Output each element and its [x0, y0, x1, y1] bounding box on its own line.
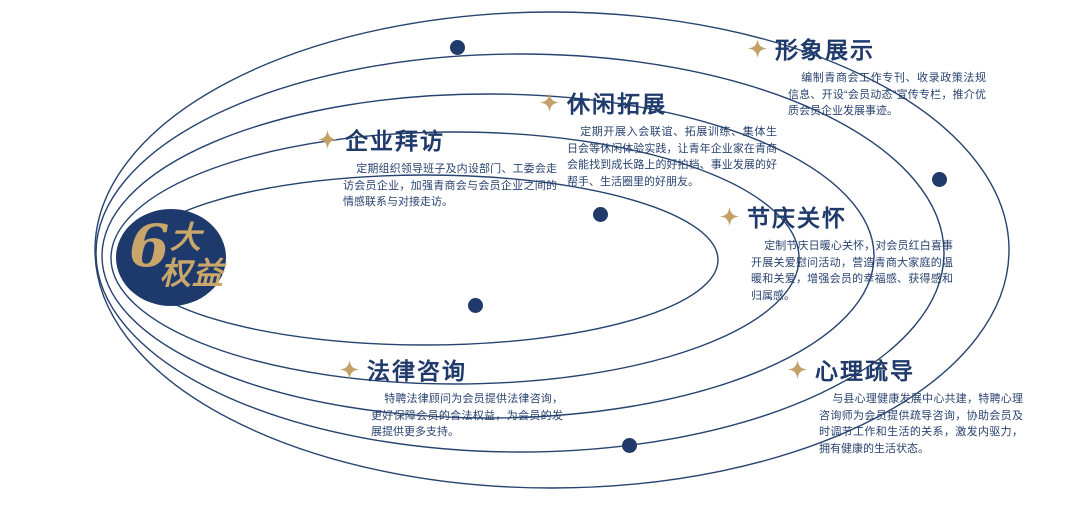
benefit-head: 节庆关怀 — [720, 199, 953, 233]
benefit-title: 形象展示 — [775, 37, 875, 63]
benefit-head: 形象展示 — [748, 31, 986, 65]
benefit-head: 企业拜访 — [318, 122, 557, 156]
benefit-head: 法律咨询 — [340, 352, 563, 386]
benefit-desc: 特聘法律顾问为会员提供法律咨询，更好保障会员的合法权益，为会员的发展提供更多支持… — [371, 393, 563, 438]
sparkle-icon — [540, 92, 559, 112]
benefit-leisure-expansion: 休闲拓展 定期开展入会联谊、拓展训练、集体生日会等休闲体验实践，让青年企业家在青… — [540, 85, 777, 190]
orbit-ellipse-4 — [110, 131, 800, 385]
benefit-legal-consulting: 法律咨询 特聘法律顾问为会员提供法律咨询，更好保障会员的合法权益，为会员的发展提… — [340, 352, 563, 441]
sparkle-icon — [748, 38, 767, 58]
benefit-title: 休闲拓展 — [567, 91, 667, 117]
benefit-desc: 定制节庆日暖心关怀，对会员红白喜事开展关爱慰问活动，营造青商大家庭的温暖和关爱，… — [751, 240, 953, 302]
six-benefits-badge: 6 大 权益 — [116, 209, 226, 306]
benefit-title: 心理疏导 — [815, 358, 915, 384]
orbit-ellipse-2 — [95, 53, 945, 453]
orbit-node-dot — [622, 438, 637, 453]
benefit-image-display: 形象展示 编制青商会工作专刊、收录政策法规信息、开设“会员动态”宣传专栏，推介优… — [748, 31, 986, 120]
benefit-enterprise-visit: 企业拜访 定期组织领导班子及内设部门、工委会走访会员企业，加强青商会与会员企业之… — [318, 122, 557, 211]
benefit-desc: 定期开展入会联谊、拓展训练、集体生日会等休闲体验实践，让青年企业家在青商会能找到… — [567, 126, 777, 188]
badge-unit: 大 — [170, 220, 201, 256]
benefit-head: 心理疏导 — [788, 352, 1023, 386]
orbit-ellipse-3 — [101, 93, 875, 419]
badge-word: 权益 — [160, 256, 224, 292]
sparkle-icon — [788, 359, 807, 379]
benefit-festival-care: 节庆关怀 定制节庆日暖心关怀，对会员红白喜事开展关爱慰问活动，营造青商大家庭的温… — [720, 199, 953, 304]
sparkle-icon — [318, 129, 337, 149]
benefit-head: 休闲拓展 — [540, 85, 777, 119]
badge-number: 6 — [129, 212, 170, 280]
orbit-node-dot — [593, 207, 608, 222]
benefit-title: 节庆关怀 — [747, 205, 847, 231]
orbit-node-dot — [450, 40, 465, 55]
benefit-desc: 编制青商会工作专刊、收录政策法规信息、开设“会员动态”宣传专栏，推介优质会员企业… — [788, 72, 986, 117]
sparkle-icon — [720, 206, 739, 226]
orbit-node-dot — [468, 298, 483, 313]
benefit-psychological-counseling: 心理疏导 与县心理健康发展中心共建，特聘心理咨询师为会员提供疏导咨询，协助会员及… — [788, 352, 1023, 457]
benefit-desc: 定期组织领导班子及内设部门、工委会走访会员企业，加强青商会与会员企业之间的情感联… — [343, 163, 557, 208]
benefit-desc: 与县心理健康发展中心共建，特聘心理咨询师为会员提供疏导咨询，协助会员及时调节工作… — [819, 393, 1023, 455]
sparkle-icon — [340, 359, 359, 379]
orbit-node-dot — [932, 172, 947, 187]
benefit-title: 法律咨询 — [367, 358, 467, 384]
benefit-title: 企业拜访 — [345, 128, 445, 154]
orbit-ellipse-1 — [94, 11, 1010, 489]
